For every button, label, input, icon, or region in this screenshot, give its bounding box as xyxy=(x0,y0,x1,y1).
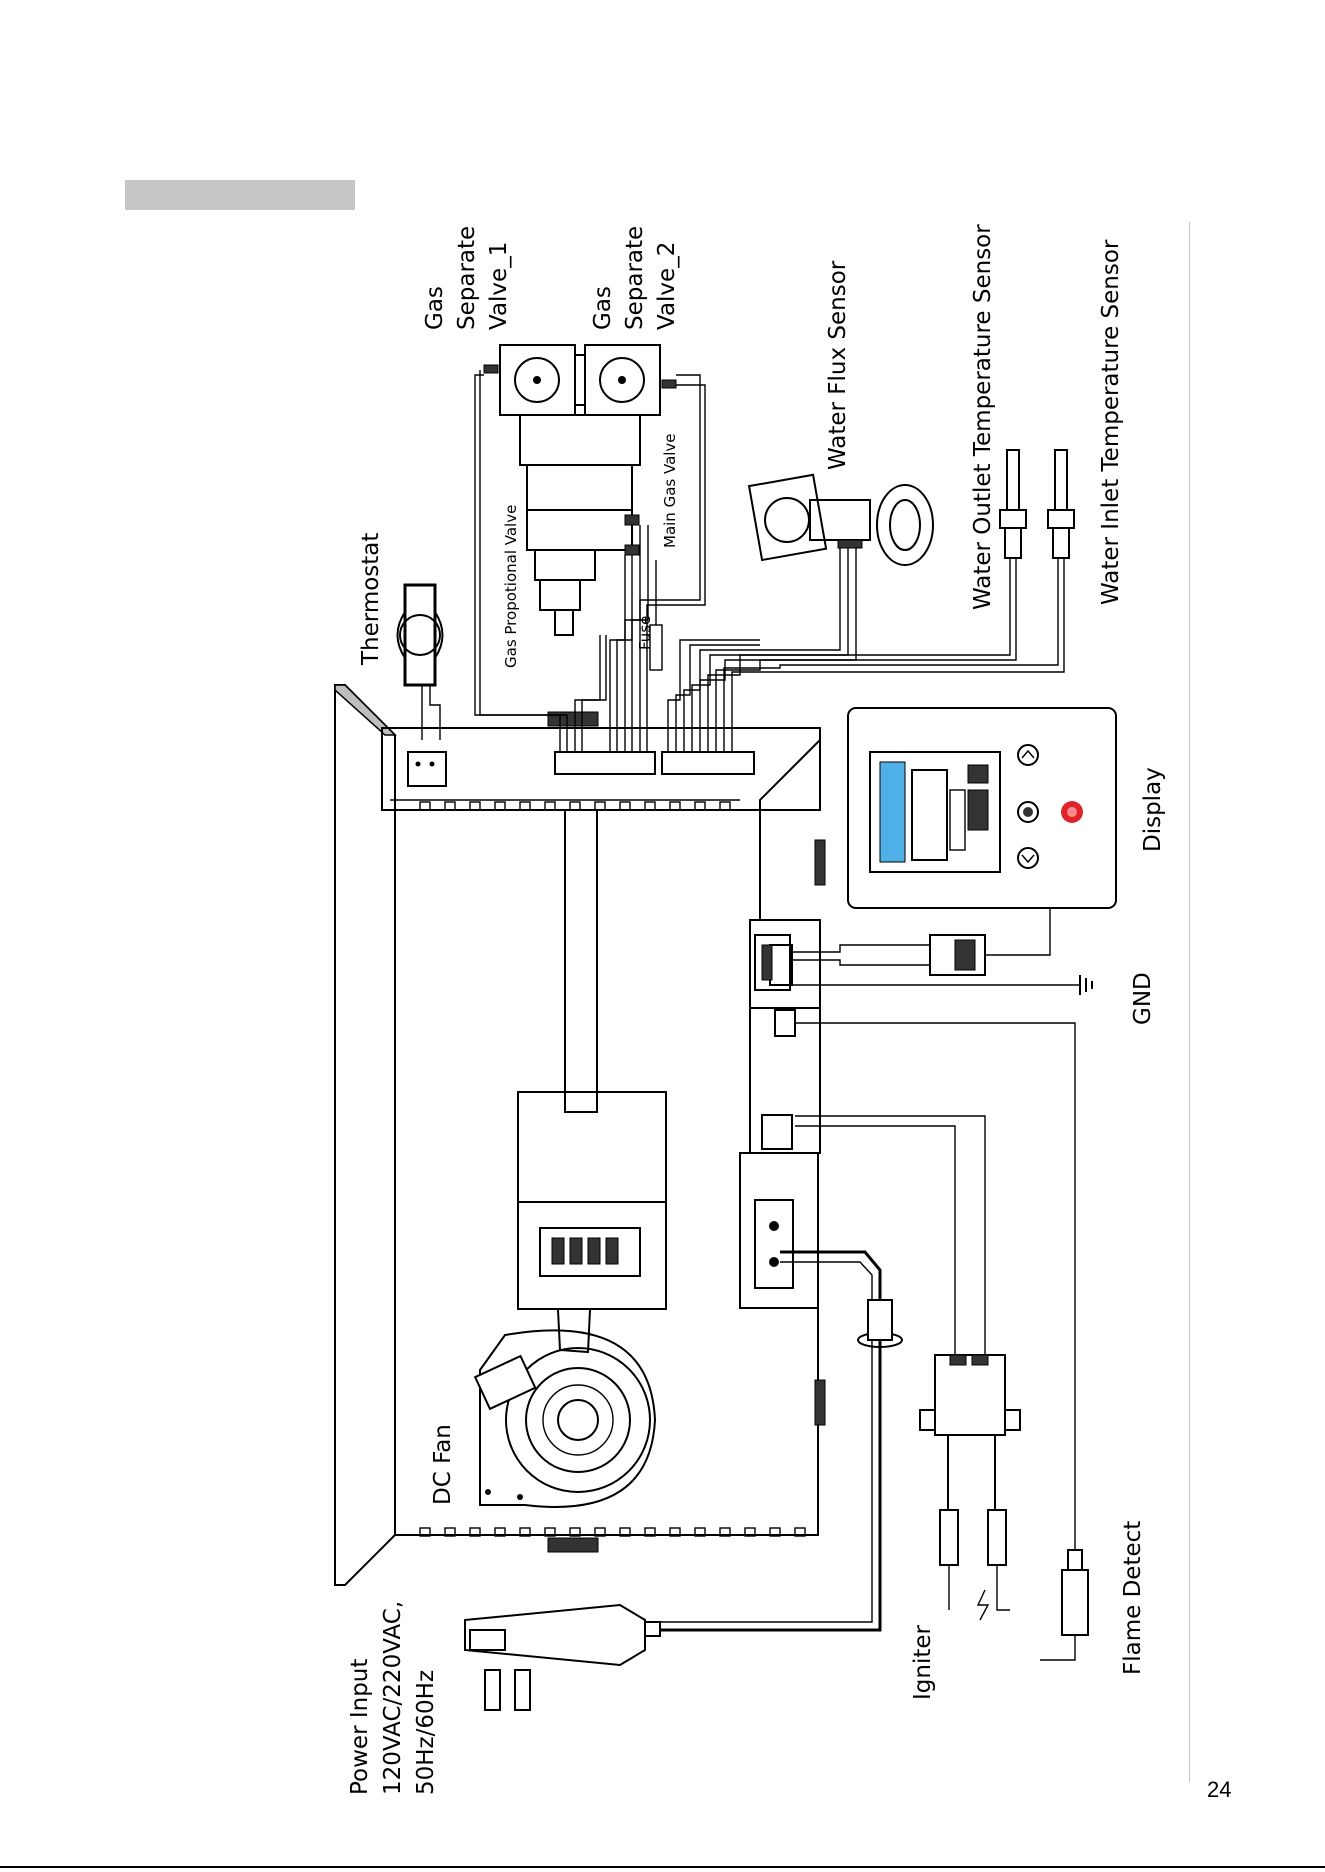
thermostat xyxy=(398,585,443,740)
label-gnd: GND xyxy=(1130,972,1156,1025)
water-outlet-temperature-sensor xyxy=(1000,450,1026,558)
label-thermostat: Thermostat xyxy=(358,533,384,666)
label-display: Display xyxy=(1140,767,1166,852)
label-water-flux-sensor: Water Flux Sensor xyxy=(825,260,851,470)
sensor-wiring xyxy=(668,548,1064,752)
svg-text:Valve_2: Valve_2 xyxy=(654,242,680,330)
power-indicator-button[interactable] xyxy=(1061,801,1083,823)
up-arrow-icon[interactable] xyxy=(1018,745,1038,765)
power-icon[interactable] xyxy=(1018,802,1038,822)
water-flux-sensor xyxy=(749,475,933,565)
label-main-gas-valve: Main Gas Valve xyxy=(661,433,679,548)
svg-text:Separate: Separate xyxy=(454,226,480,330)
flame-detect xyxy=(1040,1550,1088,1660)
label-gas-separate-valve-1: Gas Separate Valve_1 xyxy=(422,226,512,330)
display-icon-strip xyxy=(880,762,905,862)
label-power-input: Power Input 120VAC/220VAC, 50Hz/60Hz xyxy=(347,1601,439,1795)
svg-text:50Hz/60Hz: 50Hz/60Hz xyxy=(413,1670,439,1795)
dc-fan xyxy=(475,1310,655,1507)
svg-text:120VAC/220VAC,: 120VAC/220VAC, xyxy=(380,1601,406,1795)
label-dc-fan: DC Fan xyxy=(430,1424,456,1505)
down-arrow-icon[interactable] xyxy=(1018,848,1038,868)
svg-text:Power Input: Power Input xyxy=(347,1659,373,1795)
label-gas-propotional-valve: Gas Propotional Valve xyxy=(502,505,520,668)
label-igniter: Igniter xyxy=(910,1624,936,1700)
svg-text:Gas: Gas xyxy=(422,286,448,330)
label-gas-separate-valve-2: Gas Separate Valve_2 xyxy=(590,226,680,330)
housing-frame xyxy=(335,685,825,1585)
label-flame-detect: Flame Detect xyxy=(1120,1521,1146,1675)
gnd-icon xyxy=(1080,975,1092,995)
label-water-inlet-temperature-sensor: Water Inlet Temperature Sensor xyxy=(1098,239,1124,605)
water-inlet-temperature-sensor xyxy=(1048,450,1074,558)
svg-text:Separate: Separate xyxy=(622,226,648,330)
display-panel xyxy=(848,708,1116,908)
svg-text:Valve_1: Valve_1 xyxy=(486,242,512,330)
display-wiring xyxy=(755,908,1092,1550)
fan-box xyxy=(518,810,666,1309)
power-plug xyxy=(465,1252,902,1710)
svg-text:Gas: Gas xyxy=(590,286,616,330)
label-water-outlet-temperature-sensor: Water Outlet Temperature Sensor xyxy=(970,224,996,610)
label-fuse: Fuse xyxy=(636,616,654,650)
igniter xyxy=(795,1116,1020,1620)
